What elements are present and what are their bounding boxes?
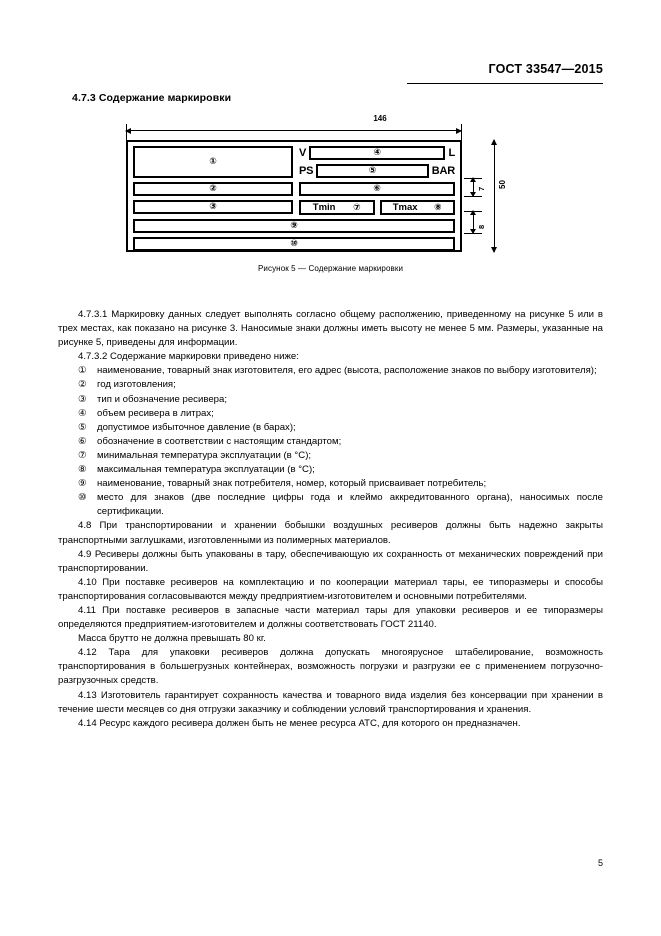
list-item-text: год изготовления; <box>97 379 176 391</box>
pressure-symbol-label: PS <box>299 164 314 177</box>
document-standard-header: ГОСТ 33547—2015 <box>488 62 603 76</box>
paragraph-4-11: 4.11 При поставке ресиверов в запасные ч… <box>58 604 603 631</box>
figure-caption: Рисунок 5 — Содержание маркировки <box>257 264 404 273</box>
pressure-unit-label: BAR <box>431 164 455 177</box>
list-item-text: место для знаков (две последние цифры го… <box>97 492 603 518</box>
list-marker: ⑤ <box>78 421 87 433</box>
dimension-band-lower-label: 8 <box>477 224 486 229</box>
list-marker: ⑩ <box>78 492 87 504</box>
plate-row-1: ① V ④ L PS ⑤ BAR <box>133 146 455 178</box>
plate-row-4: ⑨ <box>133 219 455 233</box>
list-item-text: наименование, товарный знак потребителя,… <box>97 478 487 490</box>
field-year-of-manufacture: ② <box>133 182 293 196</box>
list-item-text: тип и обозначение ресивера; <box>97 393 227 405</box>
list-item-text: обозначение в соответствии с настоящим с… <box>97 435 342 447</box>
tmin-marker: ⑦ <box>353 202 361 213</box>
field-customer-name: ⑨ <box>133 219 455 233</box>
list-marker: ④ <box>78 407 87 419</box>
dimension-height-arrow <box>491 139 497 253</box>
dimension-width-arrow <box>125 128 462 134</box>
field-pressure-value: ⑤ <box>316 164 429 178</box>
paragraph-4-13: 4.13 Изготовитель гарантирует сохранност… <box>58 689 603 715</box>
paragraph-4-10: 4.10 При поставке ресиверов на комплекта… <box>58 576 603 602</box>
header-rule <box>407 83 603 84</box>
dimension-band-upper-label: 7 <box>477 186 486 191</box>
list-marker: ① <box>78 365 87 377</box>
list-marker: ⑧ <box>78 464 87 476</box>
dimension-height-label: 50 <box>498 180 507 189</box>
tmin-label: Tmin <box>312 202 336 213</box>
list-item: ⑧ максимальная температура эксплуатации … <box>58 463 603 477</box>
body-text: 4.7.3.1 Маркировку данных следует выполн… <box>58 308 603 731</box>
section-heading: 4.7.3 Содержание маркировки <box>72 92 232 104</box>
tmax-label: Tmax <box>392 202 418 213</box>
paragraph-4-7-3-2: 4.7.3.2 Содержание маркировки приведено … <box>78 351 299 363</box>
paragraph-4-12: 4.12 Тара для упаковки ресиверов должна … <box>58 647 603 687</box>
list-item: ③ тип и обозначение ресивера; <box>58 393 603 407</box>
dimension-band-upper-arrow <box>470 177 476 197</box>
marking-plate: ① V ④ L PS ⑤ BAR ② ⑥ <box>126 140 462 252</box>
field-tmin: Tmin ⑦ <box>299 200 375 215</box>
list-marker: ③ <box>78 393 87 405</box>
paragraph-4-11-gross-mass: Масса брутто не должна превышать 80 кг. <box>78 633 266 645</box>
paragraph-4-9: 4.9 Ресиверы должны быть упакованы в тар… <box>58 548 603 574</box>
list-item: ① наименование, товарный знак изготовите… <box>58 364 603 378</box>
list-marker: ② <box>78 379 87 391</box>
field-manufacturer-name: ① <box>133 146 293 178</box>
field-volume-row: V ④ L <box>299 146 455 160</box>
volume-unit-label: L <box>448 146 455 159</box>
list-item: ⑥ обозначение в соответствии с настоящим… <box>58 435 603 449</box>
list-item-text: минимальная температура эксплуатации (в … <box>97 449 312 461</box>
list-marker: ⑨ <box>78 478 87 490</box>
list-item-text: допустимое избыточное давление (в барах)… <box>97 421 296 433</box>
temperature-row: Tmin ⑦ Tmax ⑧ <box>299 200 455 215</box>
tmax-marker: ⑧ <box>434 202 442 213</box>
list-item-text: объем ресивера в литрах; <box>97 407 214 419</box>
plate-row-5: ⑩ <box>133 237 455 251</box>
dimension-width-label: 146 <box>373 114 387 123</box>
field-volume-value: ④ <box>309 146 446 160</box>
volume-symbol-label: V <box>299 146 307 159</box>
list-item: ⑦ минимальная температура эксплуатации (… <box>58 449 603 463</box>
field-tmax: Tmax ⑧ <box>379 200 455 215</box>
plate-right-stack: V ④ L PS ⑤ BAR <box>299 146 455 178</box>
field-pressure-row: PS ⑤ BAR <box>299 164 455 178</box>
plate-row-2: ② ⑥ <box>133 182 455 196</box>
list-item: ④ объем ресивера в литрах; <box>58 407 603 421</box>
field-standard-designation: ⑥ <box>299 182 455 196</box>
field-certification-marks: ⑩ <box>133 237 455 251</box>
field-receiver-type: ③ <box>133 200 293 214</box>
page-number: 5 <box>597 858 603 868</box>
list-marker: ⑦ <box>78 449 87 461</box>
extension-line-left <box>126 124 127 140</box>
list-item: ② год изготовления; <box>58 378 603 392</box>
list-item: ⑩ место для знаков (две последние цифры … <box>58 491 603 519</box>
list-item-text: наименование, товарный знак изготовителя… <box>97 365 597 377</box>
figure-marking-layout: 146 ① V ④ L PS ⑤ BAR <box>112 114 532 261</box>
paragraph-4-8: 4.8 При транспортировании и хранении боб… <box>58 520 603 546</box>
list-item: ⑤ допустимое избыточное давление (в бара… <box>58 421 603 435</box>
list-marker: ⑥ <box>78 435 87 447</box>
paragraph-4-7-3-1: 4.7.3.1 Маркировку данных следует выполн… <box>58 309 603 349</box>
dimension-band-lower-arrow <box>470 210 476 234</box>
paragraph-4-14: 4.14 Ресурс каждого ресивера должен быть… <box>78 717 521 729</box>
plate-row-3: ③ Tmin ⑦ Tmax ⑧ <box>133 200 455 215</box>
list-item: ⑨ наименование, товарный знак потребител… <box>58 477 603 491</box>
list-item-text: максимальная температура эксплуатации (в… <box>97 464 315 476</box>
